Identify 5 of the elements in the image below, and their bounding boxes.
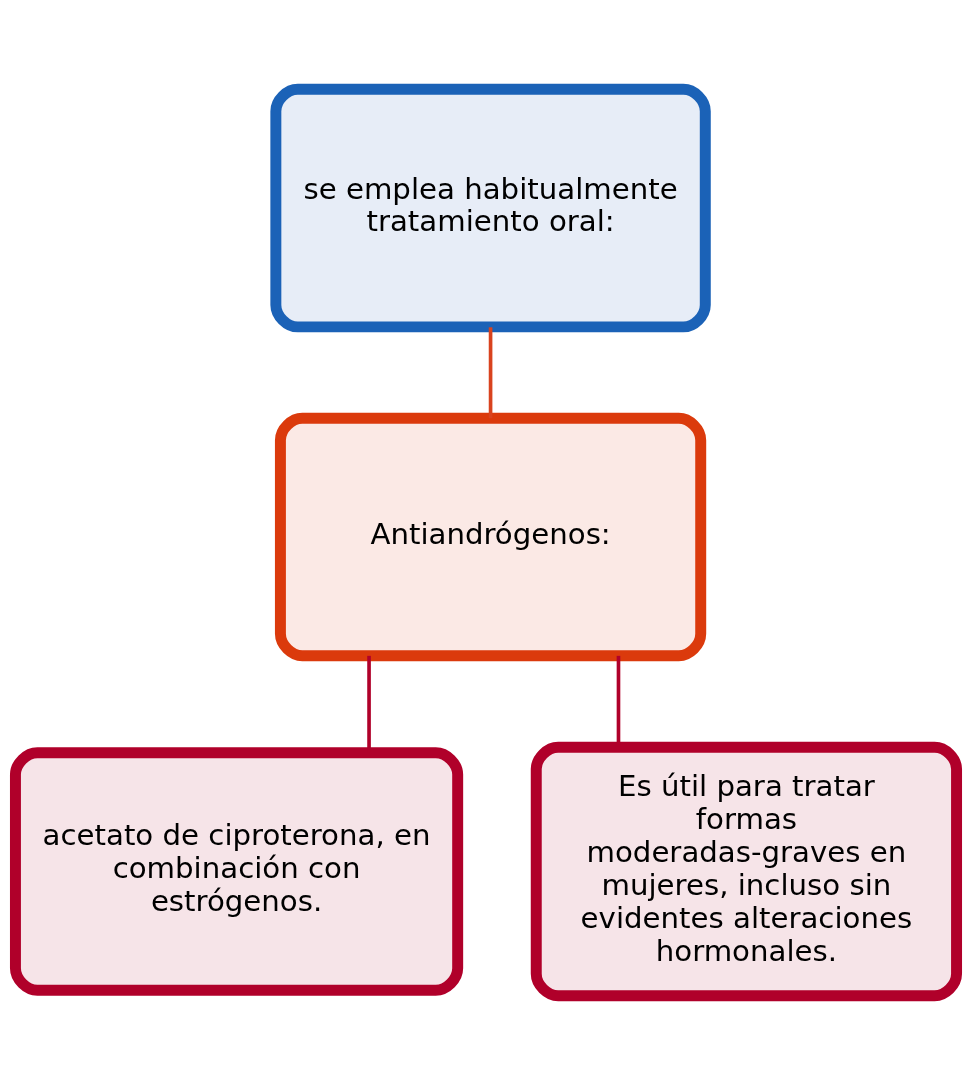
node-box: acetato de ciproterona, en combinación con estrógenos. — [9, 746, 464, 996]
node-box: Es útil para tratar formas moderadas-graves en mujeres, incluso sin evidentes alteraciones hormonales. — [530, 741, 963, 1001]
connector — [488, 326, 493, 418]
node-box: se emplea habitualmente tratamiento oral: — [270, 83, 711, 332]
node-box: Antiandrógenos: — [274, 412, 707, 661]
